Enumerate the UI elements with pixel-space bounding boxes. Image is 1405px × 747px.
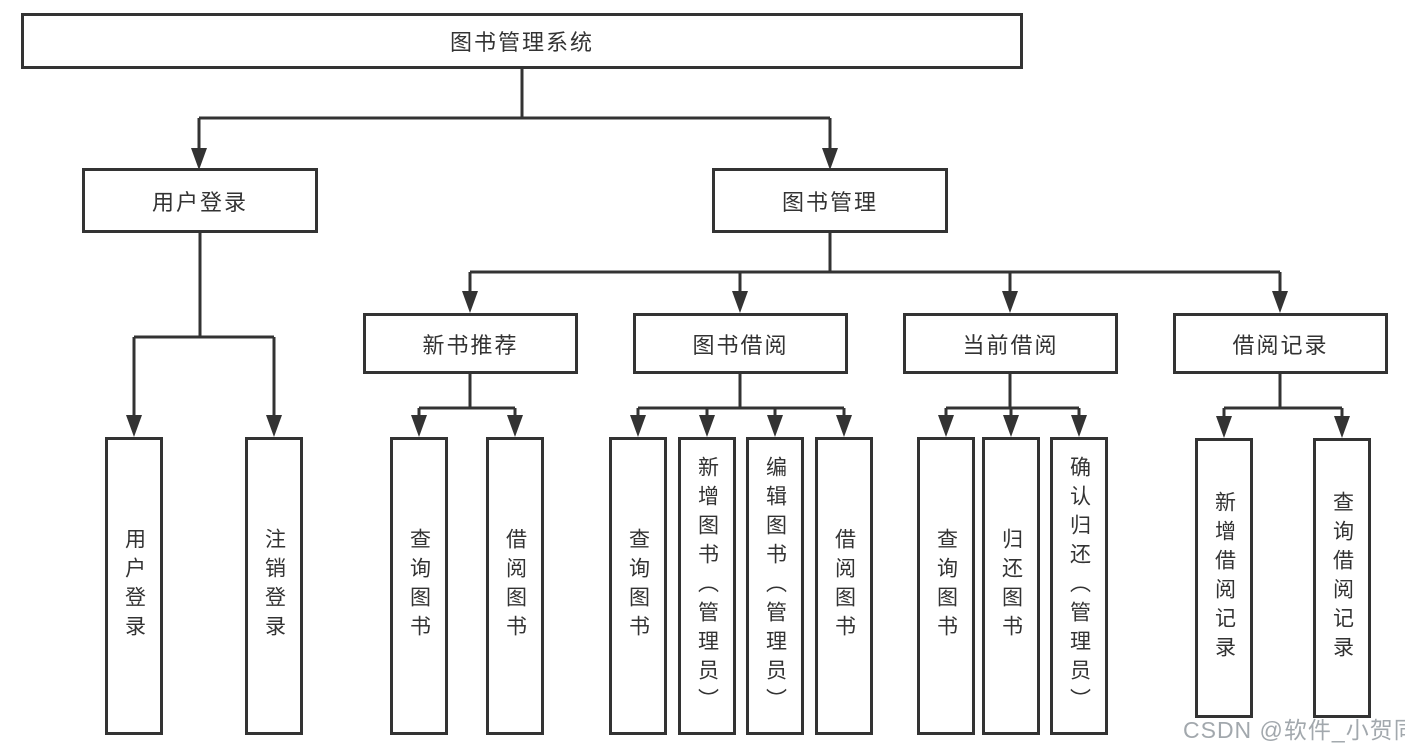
node-query-books-borrowing: 查询图书 bbox=[609, 437, 667, 735]
node-add-borrow-record: 新增借阅记录 bbox=[1195, 438, 1253, 718]
node-query-books-recommend: 查询图书 bbox=[390, 437, 448, 735]
node-label: 新增图书（管理员） bbox=[695, 455, 719, 717]
node-label: 注销登录 bbox=[262, 528, 286, 644]
node-label: 确认归还（管理员） bbox=[1067, 455, 1091, 717]
node-edit-books-admin: 编辑图书（管理员） bbox=[746, 437, 804, 735]
node-borrowing-records: 借阅记录 bbox=[1173, 313, 1388, 374]
node-label: 查询借阅记录 bbox=[1330, 491, 1354, 665]
node-label: 归还图书 bbox=[999, 528, 1023, 644]
node-query-borrow-record: 查询借阅记录 bbox=[1313, 438, 1371, 718]
node-current-borrowing: 当前借阅 bbox=[903, 313, 1118, 374]
node-library-system: 图书管理系统 bbox=[21, 13, 1023, 69]
node-query-books-current: 查询图书 bbox=[917, 437, 975, 735]
node-book-management: 图书管理 bbox=[712, 168, 948, 233]
node-label: 查询图书 bbox=[934, 528, 958, 644]
node-label: 借阅图书 bbox=[832, 528, 856, 644]
node-book-borrowing: 图书借阅 bbox=[633, 313, 848, 374]
csdn-watermark: CSDN @软件_小贺同学 bbox=[1183, 717, 1405, 743]
node-user-login-leaf: 用户登录 bbox=[105, 437, 163, 735]
node-label: 借阅图书 bbox=[503, 528, 527, 644]
node-label: 新增借阅记录 bbox=[1212, 491, 1236, 665]
node-logout: 注销登录 bbox=[245, 437, 303, 735]
node-borrow-books-borrowing: 借阅图书 bbox=[815, 437, 873, 735]
node-label: 编辑图书（管理员） bbox=[763, 455, 787, 717]
node-return-books: 归还图书 bbox=[982, 437, 1040, 735]
node-borrow-books-recommend: 借阅图书 bbox=[486, 437, 544, 735]
node-label: 查询图书 bbox=[626, 528, 650, 644]
node-user-login-branch: 用户登录 bbox=[82, 168, 318, 233]
node-add-books-admin: 新增图书（管理员） bbox=[678, 437, 736, 735]
node-new-book-recommend: 新书推荐 bbox=[363, 313, 578, 374]
node-confirm-return-admin: 确认归还（管理员） bbox=[1050, 437, 1108, 735]
node-label: 查询图书 bbox=[407, 528, 431, 644]
node-label: 用户登录 bbox=[122, 528, 146, 644]
